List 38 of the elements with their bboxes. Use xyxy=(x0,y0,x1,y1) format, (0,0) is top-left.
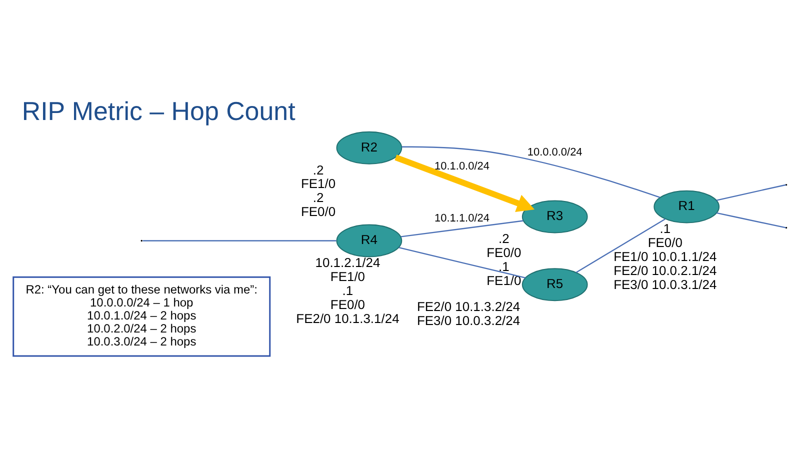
node-label: FE0/0 xyxy=(330,296,366,312)
connector xyxy=(716,212,786,228)
node-label: .1 xyxy=(498,258,510,274)
node-label: FE1/0 xyxy=(330,268,366,284)
node-label: FE1/0 xyxy=(486,272,522,288)
node-label: FE2/0 10.1.3.1/24 xyxy=(296,310,400,326)
connector xyxy=(142,240,336,241)
node-label: FE3/0 10.0.3.1/24 xyxy=(614,276,717,292)
node-box: R2: “You can get to these networks via me”: 10.0.0.0/24 – 1 hop 10.0.1.0/24 – 2 hops 10.0.2.0/24 – 2 hops 10.0.3.0/24 – 2 hops xyxy=(12,276,271,356)
node-label: FE1/0 10.0.1.1/24 xyxy=(614,248,717,264)
node-label: FE0/0 xyxy=(648,234,682,250)
node-label: .2 xyxy=(498,230,510,246)
edge-label: 10.1.0.0/24 xyxy=(434,160,490,172)
node-label: FE0/0 xyxy=(486,244,522,260)
node-ellipse: R2 xyxy=(336,130,402,164)
node-label: 10.1.2.1/24 xyxy=(315,254,380,270)
connector xyxy=(576,218,666,272)
connector xyxy=(400,220,524,237)
node-ellipse: R1 xyxy=(654,190,720,223)
node-label: FE3/0 10.0.3.2/24 xyxy=(416,312,520,328)
arrow xyxy=(394,154,535,212)
edge-label: 10.1.1.0/24 xyxy=(434,212,490,224)
diagram-title: RIP Metric – Hop Count xyxy=(22,97,296,126)
connector xyxy=(398,246,526,278)
node-ellipse: R4 xyxy=(336,224,402,257)
node-ellipse: R3 xyxy=(522,200,588,233)
node-label: .2 xyxy=(312,190,324,205)
node-ellipse: R5 xyxy=(522,268,588,301)
node-label: FE2/0 10.1.3.2/24 xyxy=(416,298,520,314)
connector xyxy=(402,146,660,198)
node-label: FE1/0 xyxy=(300,176,336,191)
node-label: .1 xyxy=(342,282,354,298)
node-label: FE0/0 xyxy=(300,204,336,219)
edge-label: 10.0.0.0/24 xyxy=(527,146,582,158)
node-label: .1 xyxy=(660,220,671,236)
node-label: FE2/0 10.0.2.1/24 xyxy=(614,262,717,278)
node-label: .2 xyxy=(312,162,324,177)
connector xyxy=(716,184,786,200)
